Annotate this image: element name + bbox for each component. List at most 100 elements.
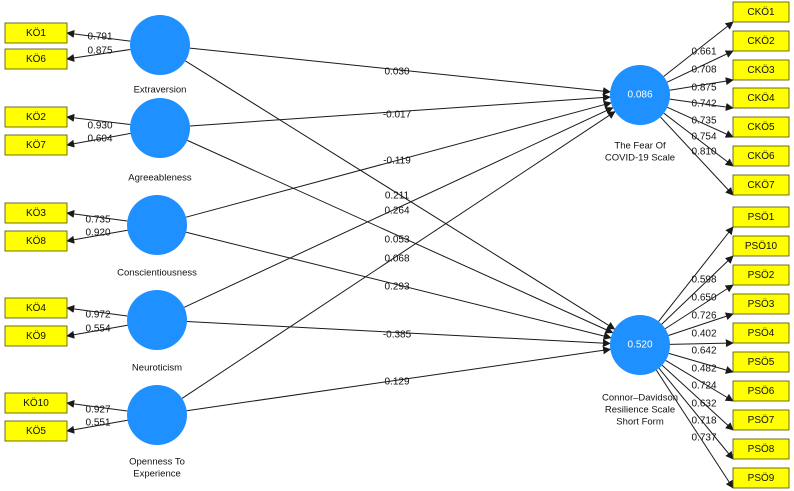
indicator-label: CKÖ1: [747, 6, 775, 18]
indicator-label: KÖ9: [26, 330, 46, 342]
construct-name-line: Openness To: [129, 457, 185, 468]
construct-circle: [130, 98, 190, 158]
path-coefficient-conscientiousness-to-cdrisc: 0.293: [384, 282, 409, 293]
indicator-box: [732, 380, 790, 402]
indicator-box: [4, 48, 68, 70]
indicator-ckö1: CKÖ1: [732, 1, 790, 23]
construct-neuroticism: Neuroticism: [127, 290, 187, 374]
loading-arrow-ckö3: [669, 77, 734, 91]
path-coefficient-neuroticism-to-fear: 0.264: [384, 206, 409, 217]
indicator-psö8: PSÖ8: [732, 438, 790, 460]
construct-name-line: Conscientiousness: [117, 268, 197, 279]
loading-arrow-kö2: [66, 113, 131, 125]
indicator-psö4: PSÖ4: [732, 322, 790, 344]
loading-value-psö7: 0.632: [691, 399, 716, 410]
path-coefficient-neuroticism-to-cdrisc: -0.385: [383, 330, 412, 341]
construct-name-line: Extraversion: [134, 85, 187, 96]
loading-arrow-ckö4: [669, 98, 734, 111]
indicator-psö5: PSÖ5: [732, 351, 790, 373]
indicator-psö3: PSÖ3: [732, 293, 790, 315]
path-arrow-conscientiousness-to-fear: [185, 100, 612, 218]
loading-arrow-ckö2: [666, 50, 734, 83]
indicator-box: [4, 392, 68, 414]
loading-arrow-kö9: [66, 324, 128, 339]
path-arrow-agreeableness-to-fear: [189, 93, 611, 127]
path-arrow-extraversion-to-fear: [189, 47, 611, 96]
indicator-psö1: PSÖ1: [732, 206, 790, 228]
indicator-label: CKÖ3: [747, 64, 775, 76]
indicator-kö9: KÖ9: [4, 325, 68, 347]
indicator-box: [732, 30, 790, 52]
path-arrow-extraversion-to-cdrisc: [185, 60, 616, 330]
loading-value-psö4: 0.642: [691, 346, 716, 357]
indicator-label: CKÖ2: [747, 35, 775, 47]
indicator-box: [4, 420, 68, 442]
indicator-label: PSÖ8: [748, 443, 775, 455]
indicator-box: [732, 116, 790, 138]
construct-r-squared: 0.086: [627, 90, 652, 101]
loading-value-kö1: 0.791: [87, 32, 112, 43]
indicator-box: [732, 206, 790, 228]
indicator-label: KÖ10: [23, 397, 49, 409]
indicator-box: [4, 106, 68, 128]
loading-arrow-kö5: [66, 419, 128, 434]
loading-arrow-psö2: [664, 284, 734, 330]
indicator-psö7: PSÖ7: [732, 409, 790, 431]
indicator-box: [4, 325, 68, 347]
indicator-box: [4, 297, 68, 319]
indicator-label: KÖ6: [26, 53, 46, 65]
indicator-kö5: KÖ5: [4, 420, 68, 442]
indicator-box: [732, 351, 790, 373]
indicator-box: [4, 22, 68, 44]
loading-value-ckö5: 0.735: [691, 116, 716, 127]
indicator-label: KÖ4: [26, 302, 46, 314]
loading-arrow-psö7: [661, 364, 734, 431]
loading-value-ckö2: 0.708: [691, 65, 716, 76]
loading-arrow-kö8: [66, 229, 128, 244]
loading-value-psö9: 0.737: [691, 433, 716, 444]
path-coefficient-agreeableness-to-fear: -0.017: [383, 110, 412, 121]
indicator-label: CKÖ7: [747, 179, 775, 191]
indicator-label: CKÖ4: [747, 92, 775, 104]
loading-arrow-ckö1: [663, 21, 734, 77]
path-arrow-openness-to-fear: [181, 111, 616, 399]
loading-value-psö2: 0.726: [691, 311, 716, 322]
indicator-box: [732, 467, 790, 489]
indicator-box: [732, 145, 790, 167]
path-coefficient-conscientiousness-to-fear: -0.119: [383, 156, 411, 167]
loading-arrow-kö6: [66, 48, 131, 62]
loading-value-kö5: 0.551: [85, 418, 110, 429]
indicator-box: [732, 264, 790, 286]
indicator-box: [732, 87, 790, 109]
indicator-box: [4, 134, 68, 156]
construct-name-line: Short Form: [616, 417, 664, 428]
construct-circle: [610, 65, 670, 125]
loading-arrow-psö3: [668, 312, 734, 336]
construct-name-line: COVID-19 Scale: [605, 153, 675, 164]
indicator-ckö4: CKÖ4: [732, 87, 790, 109]
loading-value-kö10: 0.927: [85, 405, 110, 416]
indicator-label: PSÖ9: [748, 472, 775, 484]
loading-arrow-psö6: [665, 360, 734, 402]
indicator-psö6: PSÖ6: [732, 380, 790, 402]
path-arrow-neuroticism-to-cdrisc: [186, 321, 611, 348]
path-coefficient-extraversion-to-cdrisc: 0.211: [385, 191, 410, 202]
construct-circles: ExtraversionAgreeablenessConscientiousne…: [117, 15, 678, 480]
loading-value-psö5: 0.482: [691, 364, 716, 375]
loading-value-kö3: 0.735: [85, 215, 110, 226]
construct-r-squared: 0.520: [627, 340, 652, 351]
construct-circle: [127, 385, 187, 445]
indicator-box: [732, 1, 790, 23]
loading-value-ckö4: 0.742: [691, 99, 716, 110]
loading-value-psö3: 0.402: [691, 329, 716, 340]
loading-arrow-kö4: [66, 304, 128, 317]
path-coefficient-openness-to-fear: 0.068: [384, 254, 409, 265]
loading-arrow-kö1: [66, 29, 131, 42]
indicator-label: CKÖ5: [747, 121, 775, 133]
loading-value-kö2: 0.930: [87, 121, 112, 132]
loading-arrow-ckö5: [667, 106, 734, 138]
indicator-box: [732, 438, 790, 460]
indicator-label: KÖ5: [26, 425, 46, 437]
indicator-label: KÖ2: [26, 111, 46, 123]
